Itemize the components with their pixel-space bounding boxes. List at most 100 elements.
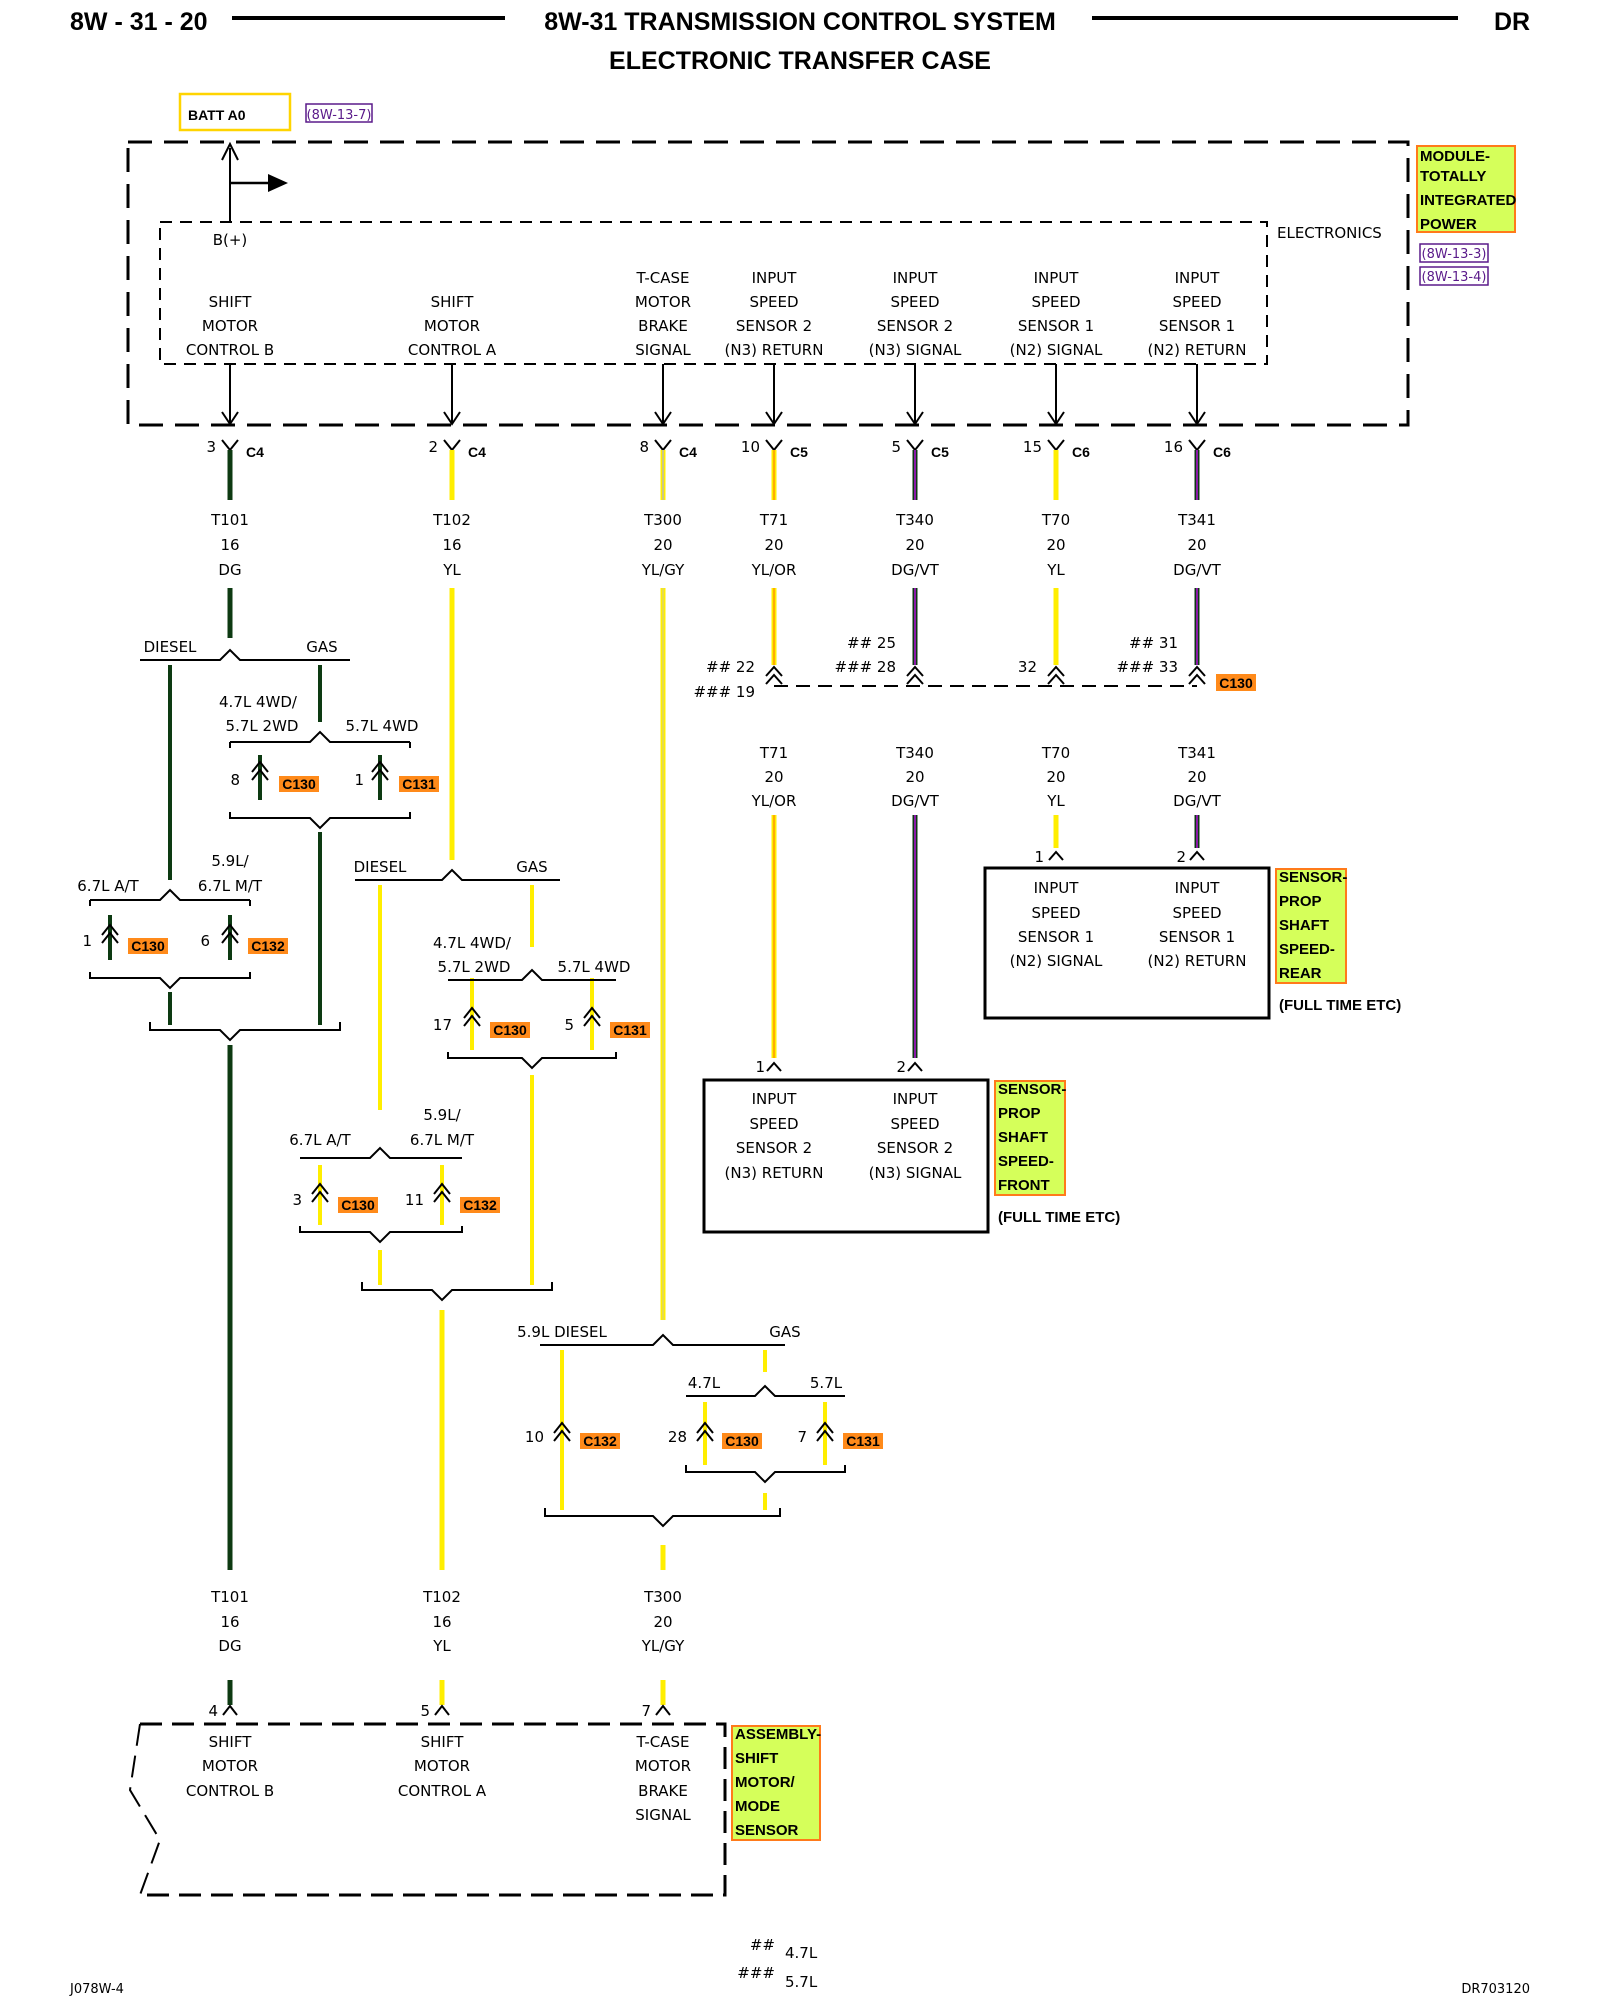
tipm-pin-iss1-return: INPUT SPEED SENSOR 1 (N2) RETURN xyxy=(1148,269,1247,359)
svg-text:C132: C132 xyxy=(583,1433,617,1449)
svg-text:SENSOR 1: SENSOR 1 xyxy=(1159,317,1235,335)
tipm-module-outline xyxy=(126,140,1410,427)
svg-text:SHIFT: SHIFT xyxy=(209,293,253,311)
svg-text:2: 2 xyxy=(428,438,438,456)
svg-text:(N3) SIGNAL: (N3) SIGNAL xyxy=(869,341,962,359)
svg-text:GAS: GAS xyxy=(769,1323,800,1341)
sensor-rear-pin-2: 2 xyxy=(1176,848,1186,866)
legend-meaning-2: 5.7L xyxy=(785,1973,818,1991)
svg-text:INPUT: INPUT xyxy=(1175,879,1221,897)
tipm-internal-leads xyxy=(221,364,1206,426)
svg-text:C131: C131 xyxy=(846,1433,880,1449)
sensor-front-note: (FULL TIME ETC) xyxy=(998,1209,1120,1226)
svg-text:C132: C132 xyxy=(251,938,285,954)
footer-left-code: J078W-4 xyxy=(69,1982,124,1997)
footer-right-code: DR703120 xyxy=(1461,1982,1530,1997)
fuse-ref-link[interactable]: (8W-13-7) xyxy=(305,103,373,123)
tipm-ref-2[interactable]: (8W-13-4) xyxy=(1419,266,1489,286)
svg-text:16: 16 xyxy=(442,536,461,554)
svg-text:SPEED-: SPEED- xyxy=(1279,941,1335,958)
sensor-rear-tag[interactable]: SENSOR- PROP SHAFT SPEED- REAR xyxy=(1275,868,1347,984)
svg-text:(N3) RETURN: (N3) RETURN xyxy=(725,341,824,359)
c130-pin-t71-a: ## 22 xyxy=(706,658,755,676)
svg-text:17: 17 xyxy=(433,1016,452,1034)
svg-text:(N2) SIGNAL: (N2) SIGNAL xyxy=(1010,952,1103,970)
svg-text:GAS: GAS xyxy=(306,638,337,656)
fuse-batt-a0[interactable]: BATT A0 xyxy=(178,92,292,132)
svg-text:7: 7 xyxy=(797,1428,807,1446)
svg-text:SENSOR 1: SENSOR 1 xyxy=(1018,317,1094,335)
svg-text:C5: C5 xyxy=(790,444,808,460)
svg-text:5.7L 2WD: 5.7L 2WD xyxy=(226,717,299,735)
svg-text:YL/OR: YL/OR xyxy=(751,561,797,579)
svg-text:10: 10 xyxy=(525,1428,544,1446)
svg-text:PROP: PROP xyxy=(1279,893,1322,910)
svg-text:T341: T341 xyxy=(1177,511,1216,529)
svg-text:CONTROL B: CONTROL B xyxy=(186,1782,274,1800)
svg-text:20: 20 xyxy=(1046,536,1065,554)
svg-text:DIESEL: DIESEL xyxy=(144,638,197,656)
sensor-front-tag[interactable]: SENSOR- PROP SHAFT SPEED- FRONT xyxy=(994,1080,1066,1196)
assembly-pin-7: 7 xyxy=(641,1702,651,1720)
svg-text:5.9L/: 5.9L/ xyxy=(211,852,249,870)
svg-text:SPEED: SPEED xyxy=(749,1115,798,1133)
sensor-rear-pin-1: 1 xyxy=(1034,848,1044,866)
svg-text:C130: C130 xyxy=(341,1197,375,1213)
svg-text:C130: C130 xyxy=(725,1433,759,1449)
svg-text:20: 20 xyxy=(905,768,924,786)
svg-text:T102: T102 xyxy=(432,511,471,529)
tipm-ref-1[interactable]: (8W-13-3) xyxy=(1419,243,1489,263)
svg-text:SPEED: SPEED xyxy=(890,293,939,311)
svg-text:6: 6 xyxy=(200,932,210,950)
svg-text:PROP: PROP xyxy=(998,1105,1041,1122)
svg-text:DG/VT: DG/VT xyxy=(891,561,939,579)
svg-text:C130: C130 xyxy=(493,1022,527,1038)
svg-text:C132: C132 xyxy=(463,1197,497,1213)
svg-text:T-CASE: T-CASE xyxy=(636,269,690,287)
svg-text:MOTOR: MOTOR xyxy=(635,1757,691,1775)
svg-text:20: 20 xyxy=(653,536,672,554)
svg-text:BRAKE: BRAKE xyxy=(638,317,688,335)
svg-text:8: 8 xyxy=(230,771,240,789)
svg-text:SENSOR 1: SENSOR 1 xyxy=(1159,928,1235,946)
c130-pin-t340-a: ## 25 xyxy=(847,634,896,652)
svg-text:6.7L M/T: 6.7L M/T xyxy=(410,1131,475,1149)
tipm-pin-shift-a: SHIFT MOTOR CONTROL A xyxy=(408,293,497,359)
tipm-tag[interactable]: MODULE- TOTALLY INTEGRATED POWER xyxy=(1416,145,1517,233)
svg-text:6.7L M/T: 6.7L M/T xyxy=(198,877,263,895)
svg-text:ASSEMBLY-: ASSEMBLY- xyxy=(735,1726,821,1743)
c130-tag[interactable]: C130 xyxy=(1216,674,1256,691)
svg-text:T101: T101 xyxy=(210,1588,249,1606)
svg-text:T300: T300 xyxy=(643,1588,682,1606)
svg-text:T-CASE: T-CASE xyxy=(636,1733,690,1751)
svg-text:SENSOR 1: SENSOR 1 xyxy=(1018,928,1094,946)
svg-text:4.7L 4WD/: 4.7L 4WD/ xyxy=(219,693,298,711)
svg-text:SENSOR-: SENSOR- xyxy=(1279,869,1347,886)
c130-pin-t71-b: ### 19 xyxy=(693,683,755,701)
svg-text:SENSOR 2: SENSOR 2 xyxy=(736,317,812,335)
branch-t102: DIESEL GAS 4.7L 4WD/ 5.7L 2WD 5.7L 4WD 1… xyxy=(289,858,650,1302)
assembly-tag[interactable]: ASSEMBLY- SHIFT MOTOR/ MODE SENSOR xyxy=(731,1725,821,1841)
svg-text:16: 16 xyxy=(432,1613,451,1631)
svg-text:MOTOR: MOTOR xyxy=(424,317,480,335)
c130-pin-t341-a: ## 31 xyxy=(1129,634,1178,652)
svg-text:20: 20 xyxy=(1187,768,1206,786)
svg-text:5: 5 xyxy=(564,1016,574,1034)
svg-text:SHIFT: SHIFT xyxy=(421,1733,465,1751)
svg-text:T70: T70 xyxy=(1041,511,1070,529)
svg-text:4.7L 4WD/: 4.7L 4WD/ xyxy=(433,934,512,952)
title-line1: 8W-31 TRANSMISSION CONTROL SYSTEM xyxy=(544,8,1056,36)
pin-c4-2: 2 C4 xyxy=(428,438,486,460)
svg-text:28: 28 xyxy=(668,1428,687,1446)
svg-text:YL: YL xyxy=(1046,792,1065,810)
svg-text:16: 16 xyxy=(220,1613,239,1631)
electronics-label: ELECTRONICS xyxy=(1277,224,1382,242)
title-line2: ELECTRONIC TRANSFER CASE xyxy=(609,47,991,75)
